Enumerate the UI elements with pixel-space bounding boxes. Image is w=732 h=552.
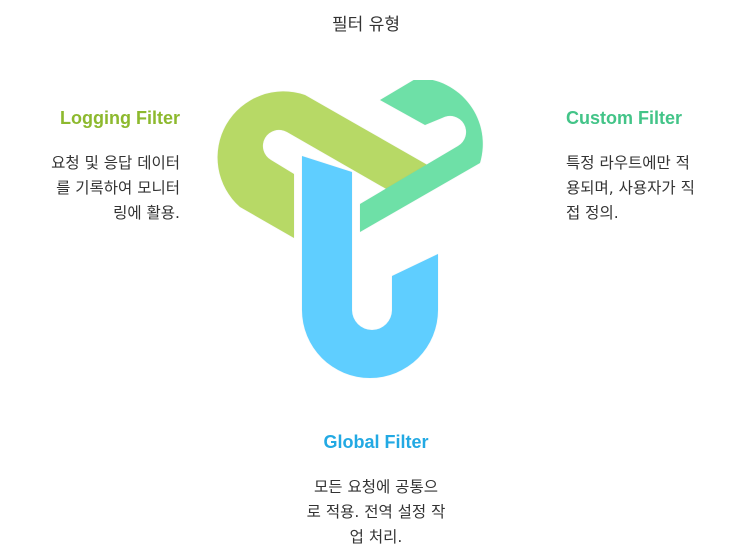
description-line: 를 기록하여 모니터 [56,179,180,197]
triple-loop-diagram [217,80,483,378]
description-line: 접 정의. [566,204,619,222]
description-line: 요청 및 응답 데이터 [51,154,180,172]
global-filter-loop [302,156,438,378]
description-line: 링에 활용. [113,204,180,222]
custom-filter-loop [360,80,483,232]
logging-filter-heading: Logging Filter [60,108,180,128]
description-line: 업 처리. [349,528,403,546]
description-line: 로 적용. 전역 설정 작 [306,503,446,521]
global-filter-description: 모든 요청에 공통으 로 적용. 전역 설정 작 업 처리. [276,475,476,550]
description-line: 용되며, 사용자가 직 [566,179,695,197]
custom-filter-heading: Custom Filter [566,108,683,128]
logging-filter-loop [217,91,445,238]
description-line: 특정 라우트에만 적 [566,154,690,172]
logging-filter-block: Logging Filter 요청 및 응답 데이터 를 기록하여 모니터 링에… [10,108,180,226]
diagram-title: 필터 유형 [332,15,400,35]
custom-filter-description: 특정 라우트에만 적 용되며, 사용자가 직 접 정의. [566,151,726,226]
custom-filter-block: Custom Filter 특정 라우트에만 적 용되며, 사용자가 직 접 정… [566,108,726,226]
logging-filter-description: 요청 및 응답 데이터 를 기록하여 모니터 링에 활용. [10,151,180,226]
global-filter-heading: Global Filter [323,432,429,452]
global-filter-block: Global Filter 모든 요청에 공통으 로 적용. 전역 설정 작 업… [276,432,476,550]
description-line: 모든 요청에 공통으 [314,478,438,496]
